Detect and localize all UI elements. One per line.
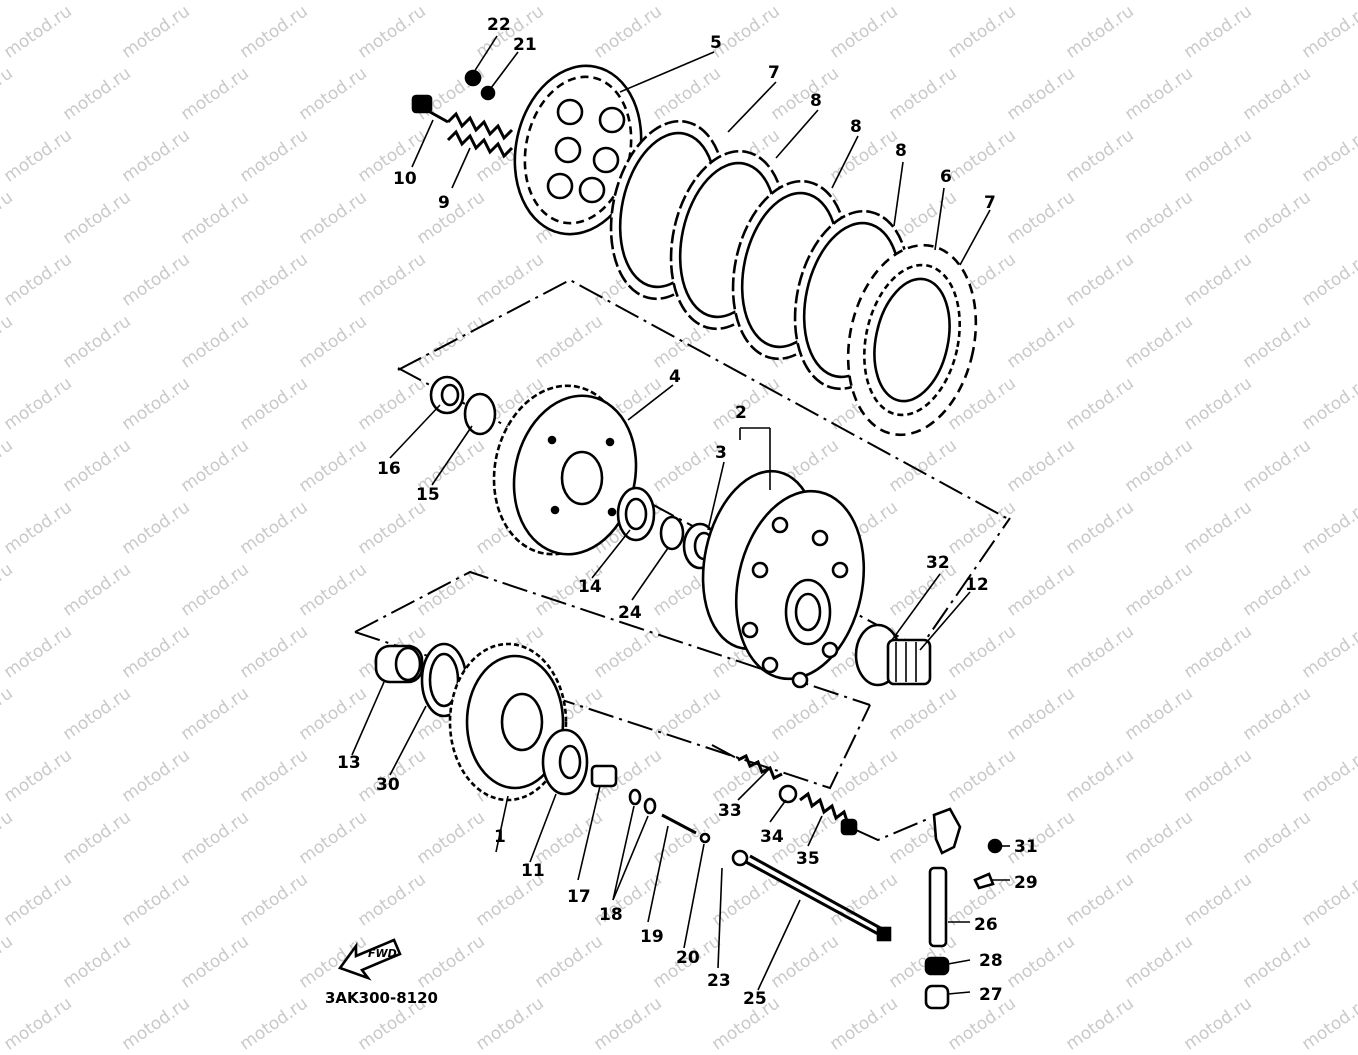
fwd-label: FWD — [368, 947, 397, 960]
callout-21: 21 — [513, 35, 537, 55]
callout-9: 9 — [438, 193, 450, 213]
callout-6: 6 — [940, 167, 952, 187]
callout-labels: 1234567788891011121314151617181920212223… — [337, 15, 1038, 1009]
callout-32: 32 — [926, 553, 950, 573]
callout-12: 12 — [965, 575, 989, 595]
callout-7: 7 — [768, 63, 780, 83]
callout-5: 5 — [710, 33, 722, 53]
callout-31: 31 — [1014, 837, 1038, 857]
callout-8: 8 — [895, 141, 907, 161]
diagram-code: 3AK300-8120 — [325, 989, 438, 1007]
callout-leader-lines — [351, 35, 1010, 995]
callout-13: 13 — [337, 753, 361, 773]
callout-17: 17 — [567, 887, 591, 907]
callout-8: 8 — [850, 117, 862, 137]
callout-28: 28 — [979, 951, 1003, 971]
callout-35: 35 — [796, 849, 820, 869]
callout-27: 27 — [979, 985, 1003, 1005]
callout-4: 4 — [669, 367, 681, 387]
o-ring-and-needle-bearing — [854, 623, 932, 687]
callout-10: 10 — [393, 169, 417, 189]
callout-19: 19 — [640, 927, 664, 947]
primary-driven-gear — [492, 384, 638, 556]
callout-25: 25 — [743, 989, 767, 1009]
callout-2: 2 — [735, 403, 747, 423]
callout-7: 7 — [984, 193, 996, 213]
fwd-arrow-icon: FWD — [337, 938, 402, 981]
adjuster-screw-assembly — [711, 744, 931, 842]
clutch-assembly-drawing: FWD 3AK300-8120 — [325, 15, 1038, 1010]
callout-16: 16 — [377, 459, 401, 479]
callout-3: 3 — [715, 443, 727, 463]
callout-23: 23 — [707, 971, 731, 991]
callout-18: 18 — [599, 905, 623, 925]
callout-24: 24 — [618, 603, 642, 623]
callout-29: 29 — [1014, 873, 1038, 893]
callout-34: 34 — [760, 827, 784, 847]
callout-15: 15 — [416, 485, 440, 505]
push-rod-assembly — [590, 764, 892, 942]
callout-8: 8 — [810, 91, 822, 111]
bearing-and-washers-upper — [429, 375, 718, 570]
spring-and-bolt — [411, 69, 514, 159]
callout-30: 30 — [376, 775, 400, 795]
callout-33: 33 — [718, 801, 742, 821]
callout-11: 11 — [521, 861, 545, 881]
primary-drive-gear-assembly — [374, 642, 589, 802]
clutch-plate-stack — [609, 119, 978, 437]
callout-26: 26 — [974, 915, 998, 935]
push-lever-shaft-assembly — [924, 807, 1003, 1010]
clutch-housing — [701, 469, 866, 689]
callout-14: 14 — [578, 577, 602, 597]
callout-22: 22 — [487, 15, 511, 35]
callout-20: 20 — [676, 948, 700, 968]
callout-1: 1 — [494, 827, 506, 847]
